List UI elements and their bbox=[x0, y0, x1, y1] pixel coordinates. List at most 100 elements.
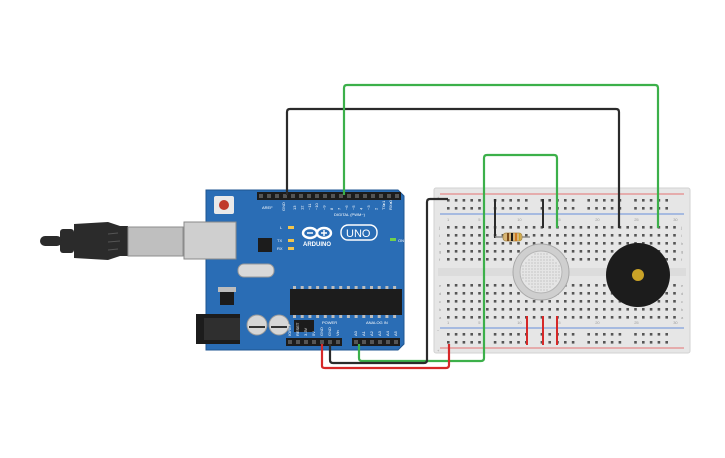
header-pin[interactable] bbox=[259, 194, 263, 198]
rail-hole[interactable] bbox=[595, 199, 598, 202]
header-pin[interactable] bbox=[387, 194, 391, 198]
rail-hole[interactable] bbox=[571, 341, 575, 344]
breadboard-hole[interactable] bbox=[657, 300, 661, 303]
breadboard-hole[interactable] bbox=[649, 234, 653, 237]
breadboard-hole[interactable] bbox=[509, 226, 512, 229]
breadboard-hole[interactable] bbox=[626, 234, 629, 237]
breadboard-hole[interactable] bbox=[454, 300, 458, 303]
breadboard-hole[interactable] bbox=[642, 308, 645, 311]
breadboard-hole[interactable] bbox=[603, 308, 606, 311]
breadboard-hole[interactable] bbox=[509, 242, 512, 245]
breadboard-hole[interactable] bbox=[595, 242, 598, 245]
rail-hole[interactable] bbox=[540, 333, 544, 336]
rail-hole[interactable] bbox=[564, 207, 567, 210]
breadboard-hole[interactable] bbox=[571, 250, 575, 253]
breadboard-hole[interactable] bbox=[517, 226, 520, 229]
breadboard-hole[interactable] bbox=[548, 308, 551, 311]
rail-hole[interactable] bbox=[517, 341, 520, 344]
wires[interactable] bbox=[285, 83, 660, 370]
breadboard-hole[interactable] bbox=[509, 250, 512, 253]
breadboard-hole[interactable] bbox=[470, 300, 473, 303]
rail-hole[interactable] bbox=[501, 199, 505, 202]
breadboard-hole[interactable] bbox=[486, 308, 489, 311]
breadboard-hole[interactable] bbox=[509, 258, 512, 261]
breadboard-hole[interactable] bbox=[454, 316, 458, 319]
breadboard-hole[interactable] bbox=[579, 308, 583, 311]
breadboard-hole[interactable] bbox=[665, 226, 668, 229]
breadboard-hole[interactable] bbox=[478, 234, 481, 237]
breadboard-hole[interactable] bbox=[673, 250, 676, 253]
breadboard-hole[interactable] bbox=[462, 226, 466, 229]
rail-hole[interactable] bbox=[595, 207, 598, 210]
breadboard-hole[interactable] bbox=[673, 308, 676, 311]
breadboard-hole[interactable] bbox=[665, 250, 668, 253]
rail-hole[interactable] bbox=[642, 207, 645, 210]
header-pin[interactable] bbox=[307, 194, 311, 198]
breadboard-hole[interactable] bbox=[470, 226, 473, 229]
rail-hole[interactable] bbox=[634, 199, 637, 202]
breadboard-hole[interactable] bbox=[665, 242, 668, 245]
rail-hole[interactable] bbox=[649, 199, 653, 202]
breadboard-hole[interactable] bbox=[509, 308, 512, 311]
breadboard-hole[interactable] bbox=[603, 292, 606, 295]
breadboard-hole[interactable] bbox=[673, 292, 676, 295]
breadboard-hole[interactable] bbox=[673, 258, 676, 261]
breadboard-hole[interactable] bbox=[595, 250, 598, 253]
breadboard-hole[interactable] bbox=[470, 258, 473, 261]
rail-hole[interactable] bbox=[642, 333, 645, 336]
breadboard-hole[interactable] bbox=[571, 234, 575, 237]
analog-pin[interactable] bbox=[394, 340, 398, 344]
breadboard-hole[interactable] bbox=[532, 226, 536, 229]
breadboard-hole[interactable] bbox=[665, 258, 668, 261]
breadboard-hole[interactable] bbox=[587, 258, 590, 261]
breadboard-hole[interactable] bbox=[673, 234, 676, 237]
rail-hole[interactable] bbox=[665, 333, 668, 336]
header-pin[interactable] bbox=[275, 194, 279, 198]
breadboard-hole[interactable] bbox=[579, 284, 583, 287]
rail-hole[interactable] bbox=[454, 333, 458, 336]
breadboard-hole[interactable] bbox=[517, 308, 520, 311]
rail-hole[interactable] bbox=[462, 207, 466, 210]
breadboard-hole[interactable] bbox=[603, 316, 606, 319]
rail-hole[interactable] bbox=[587, 207, 590, 210]
breadboard-hole[interactable] bbox=[610, 316, 614, 319]
rail-hole[interactable] bbox=[470, 333, 473, 336]
header-pin[interactable] bbox=[395, 194, 399, 198]
power-pin[interactable] bbox=[320, 340, 324, 344]
breadboard-hole[interactable] bbox=[532, 242, 536, 245]
breadboard-hole[interactable] bbox=[493, 242, 497, 245]
rail-hole[interactable] bbox=[509, 199, 512, 202]
rail-hole[interactable] bbox=[493, 341, 497, 344]
header-pin[interactable] bbox=[299, 194, 303, 198]
breadboard-hole[interactable] bbox=[517, 292, 520, 295]
breadboard-hole[interactable] bbox=[486, 284, 489, 287]
breadboard-hole[interactable] bbox=[595, 292, 598, 295]
rail-hole[interactable] bbox=[603, 333, 606, 336]
analog-pin[interactable] bbox=[354, 340, 358, 344]
breadboard-hole[interactable] bbox=[564, 316, 567, 319]
header-pin[interactable] bbox=[339, 194, 343, 198]
header-pin[interactable] bbox=[291, 194, 295, 198]
breadboard-hole[interactable] bbox=[454, 250, 458, 253]
breadboard-hole[interactable] bbox=[447, 292, 450, 295]
breadboard-hole[interactable] bbox=[548, 226, 551, 229]
breadboard-hole[interactable] bbox=[556, 242, 559, 245]
power-pin[interactable] bbox=[288, 340, 292, 344]
breadboard-hole[interactable] bbox=[454, 226, 458, 229]
breadboard-hole[interactable] bbox=[486, 292, 489, 295]
breadboard-hole[interactable] bbox=[470, 250, 473, 253]
power-pin[interactable] bbox=[312, 340, 316, 344]
breadboard-hole[interactable] bbox=[478, 316, 481, 319]
breadboard-hole[interactable] bbox=[447, 300, 450, 303]
rail-hole[interactable] bbox=[595, 341, 598, 344]
wire-red-5v[interactable] bbox=[320, 344, 451, 370]
breadboard-hole[interactable] bbox=[564, 242, 567, 245]
rail-hole[interactable] bbox=[618, 333, 622, 336]
breadboard-hole[interactable] bbox=[579, 292, 583, 295]
rail-hole[interactable] bbox=[610, 207, 614, 210]
breadboard-hole[interactable] bbox=[486, 226, 489, 229]
breadboard-hole[interactable] bbox=[447, 316, 450, 319]
rail-hole[interactable] bbox=[657, 333, 661, 336]
rail-hole[interactable] bbox=[509, 207, 512, 210]
